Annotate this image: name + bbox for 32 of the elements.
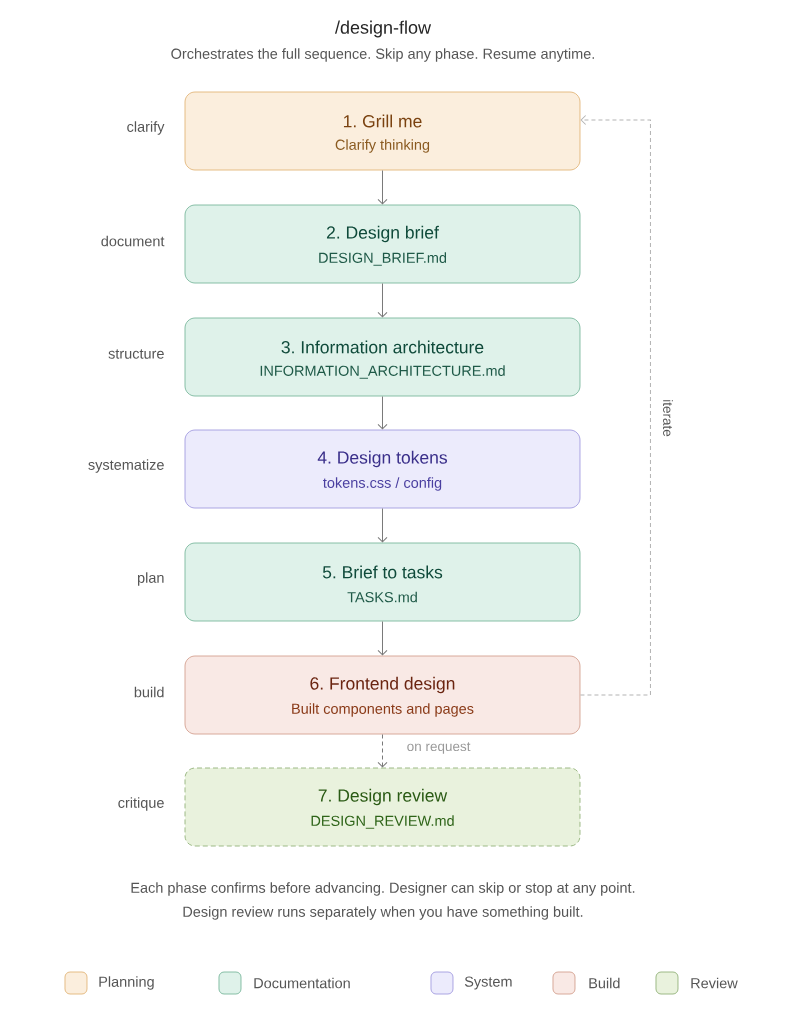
dashed-arrow [377, 733, 388, 768]
process-box: 1. Grill me Clarify thinking [184, 91, 581, 171]
legend-label: Documentation [254, 977, 350, 989]
phase-label: document [101, 235, 165, 247]
edge-label: on request [405, 740, 472, 756]
legend-label: Review [691, 977, 738, 989]
arrow [377, 395, 388, 430]
dashed-arrow [579, 115, 651, 696]
phase-label: critique [118, 797, 164, 811]
process-box: 7. Design review DESIGN_REVIEW.md [184, 767, 581, 847]
legend-label: System [464, 976, 512, 990]
phase-label: systematize [88, 459, 164, 473]
arrow [377, 620, 388, 656]
arrow [377, 507, 388, 543]
footnote: Design review runs separately when you have something built. [183, 906, 583, 920]
phase-label: build [134, 686, 164, 698]
process-box: 5. Brief to tasks TASKS.md [184, 542, 581, 622]
process-box: 6. Frontend design Built components and pages [184, 655, 581, 735]
arrow [377, 282, 388, 318]
process-box: 3. Information architecture INFORMATION_ARCHITECTURE.md [184, 317, 581, 397]
footnote: Each phase confirms before advancing. Designer can skip or stop at any point. [131, 882, 635, 896]
phase-label: plan [138, 572, 164, 586]
legend-label: Planning [99, 976, 154, 990]
edge-label: iterate [661, 397, 675, 439]
process-box: 2. Design brief DESIGN_BRIEF.md [184, 204, 581, 284]
process-box: 4. Design tokens tokens.css / config [184, 429, 581, 509]
legend-label: Build [589, 977, 620, 989]
arrow [377, 169, 388, 205]
subtitle: Orchestrates the full sequence. Skip any phase. Resume anytime. [171, 48, 594, 62]
phase-label: structure [108, 349, 164, 359]
diagram-title: /design-flow [335, 20, 432, 38]
phase-label: clarify [127, 121, 165, 135]
